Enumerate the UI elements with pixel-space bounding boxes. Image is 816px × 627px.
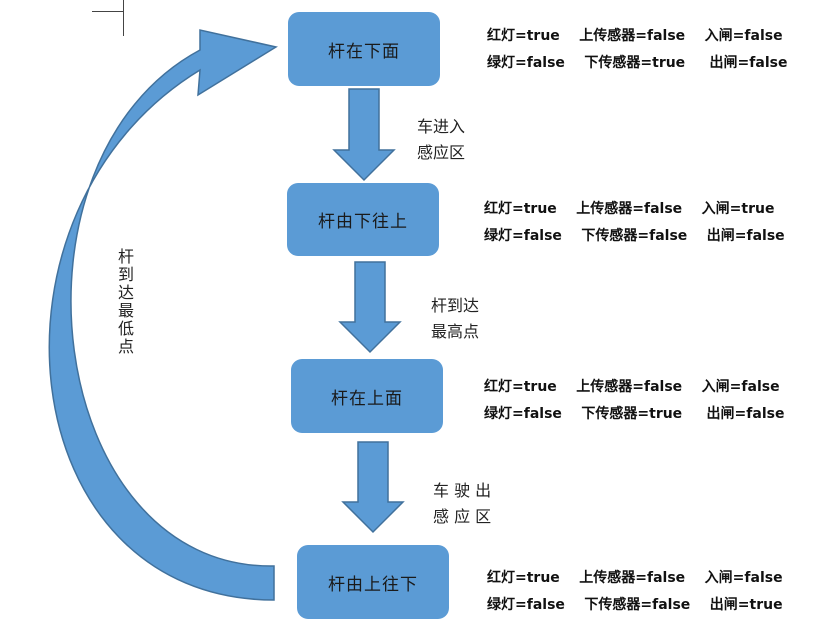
transition-label: 感应区: [417, 143, 466, 162]
transition-label: 最高点: [431, 322, 480, 341]
status-line: 红灯=true 上传感器=false 入闸=false: [484, 379, 780, 395]
down-arrow-2: [338, 261, 402, 354]
state-box-bar-rising: 杆由下往上: [287, 183, 439, 256]
status-line: 绿灯=false 下传感器=false 出闸=false: [484, 228, 785, 244]
loop-arrow-label: 杆到达最低点: [115, 248, 134, 356]
status-line: 红灯=true 上传感器=false 入闸=true: [484, 201, 775, 217]
state-label: 杆在下面: [328, 41, 400, 62]
down-arrow-1: [332, 88, 396, 182]
status-line: 绿灯=false 下传感器=true 出闸=false: [487, 55, 788, 71]
transition-label: 杆到达: [431, 296, 480, 315]
loop-arrow: [48, 29, 278, 601]
status-line: 绿灯=false 下传感器=true 出闸=false: [484, 406, 785, 422]
state-box-bar-down: 杆在下面: [288, 12, 440, 86]
state-label: 杆由下往上: [318, 212, 408, 232]
state-box-bar-lowering: 杆由上往下: [297, 545, 449, 619]
crop-mark-horizontal: [92, 11, 124, 12]
status-line: 绿灯=false 下传感器=false 出闸=true: [487, 597, 783, 613]
state-label: 杆由上往下: [328, 574, 418, 595]
status-line: 红灯=true 上传感器=false 入闸=false: [487, 570, 783, 586]
transition-label: 车进入: [417, 117, 466, 136]
crop-mark-vertical: [123, 0, 124, 36]
state-box-bar-up: 杆在上面: [291, 359, 443, 433]
status-line: 红灯=true 上传感器=false 入闸=false: [487, 28, 783, 44]
down-arrow-3: [341, 441, 405, 534]
state-label: 杆在上面: [331, 388, 403, 409]
transition-label: 车 驶 出: [433, 481, 492, 500]
transition-label: 感 应 区: [433, 507, 492, 526]
